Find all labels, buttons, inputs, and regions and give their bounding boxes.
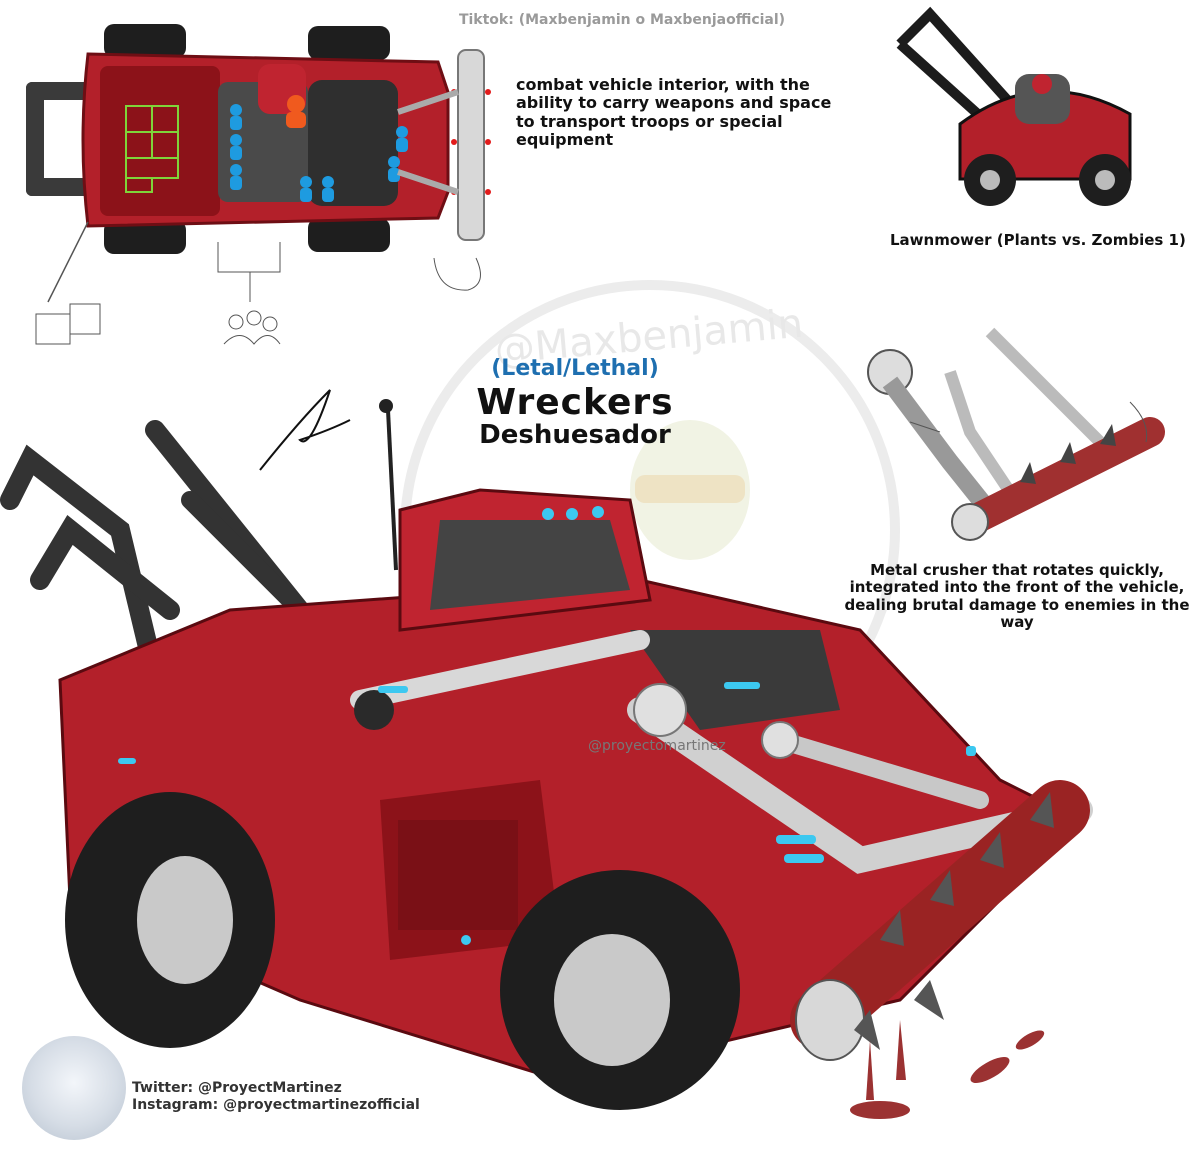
crusher-caption: Metal crusher that rotates quickly, inte… — [844, 561, 1190, 631]
title-name-en: Wreckers — [476, 382, 674, 423]
lawnmower-reference-art — [896, 6, 1132, 206]
interior-caption: combat vehicle interior, with the abilit… — [516, 75, 832, 150]
wreckers-vehicle-illustration — [0, 389, 1093, 1119]
title-name-es: Deshuesador — [479, 420, 671, 450]
title-subtitle: (Letal/Lethal) — [491, 356, 659, 381]
tiktok-credit: Tiktok: (Maxbenjamin o Maxbenjaofficial) — [458, 12, 786, 28]
lawnmower-caption: Lawnmower (Plants vs. Zombies 1) — [890, 231, 1186, 249]
instagram-handle: Instagram: @proyectmartinezofficial — [132, 1096, 420, 1113]
interior-topdown-sketch — [26, 24, 491, 345]
watermark-small: @proyectomartinez — [588, 738, 726, 754]
artist-avatar — [22, 1036, 126, 1140]
twitter-handle: Twitter: @ProyectMartinez — [132, 1080, 342, 1096]
social-credits: Twitter: @ProyectMartinez Instagram: @pr… — [132, 1080, 420, 1114]
crusher-detail-sketch — [867, 327, 1165, 541]
